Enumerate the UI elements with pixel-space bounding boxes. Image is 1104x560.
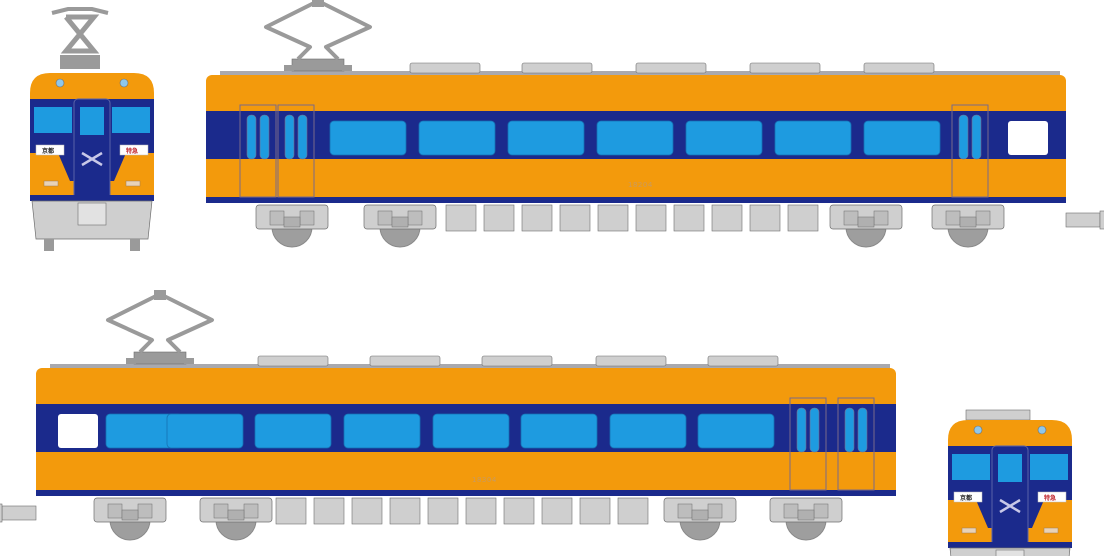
bogie: [663, 497, 737, 541]
gangway-door-window: [80, 107, 104, 135]
bogie: [931, 204, 1005, 248]
pantograph-icon: [264, 0, 372, 72]
type-headboard-text: 特急: [126, 147, 138, 155]
roof-cooler-unit: [257, 355, 329, 367]
coupler: [1, 505, 37, 521]
coupler-head: [1099, 210, 1104, 230]
skirt-stripe: [30, 195, 154, 201]
destination-headboard: [35, 144, 65, 156]
type-headboard: [119, 144, 149, 156]
door-window: [284, 114, 295, 160]
roof-cooler-unit: [521, 62, 593, 74]
destination-headboard-text: 京都: [960, 494, 972, 502]
door: [789, 397, 827, 491]
skirt-stripe: [36, 490, 896, 496]
passenger-window: [432, 413, 510, 449]
bogie: [93, 497, 167, 541]
roof-cooler-unit: [863, 62, 935, 74]
end-window: [1008, 121, 1048, 155]
door: [837, 397, 875, 491]
door: [951, 104, 989, 198]
passenger-window: [507, 120, 585, 156]
passenger-window: [343, 413, 421, 449]
roof-cooler-unit: [635, 62, 707, 74]
passenger-window: [254, 413, 332, 449]
door-window: [857, 407, 868, 453]
coupler-head: [0, 503, 3, 523]
pantograph-icon: [106, 290, 214, 365]
skirt-stripe: [948, 542, 1072, 548]
passenger-window: [166, 413, 244, 449]
marker-light: [973, 425, 983, 435]
wheel: [44, 239, 54, 251]
coupler-front: [995, 549, 1025, 560]
door: [239, 104, 277, 198]
end-elevation-front-bottom-right: 京都 特急: [948, 409, 1072, 560]
type-headboard-text: 特急: [1044, 494, 1056, 502]
bogie: [829, 204, 903, 248]
end-window: [58, 414, 98, 448]
marker-light: [1037, 425, 1047, 435]
underfloor-equipment: [445, 204, 819, 232]
door-window: [796, 407, 807, 453]
bogie: [363, 204, 437, 248]
front-window-left: [34, 107, 72, 137]
coupler: [1065, 212, 1101, 228]
passenger-window: [329, 120, 407, 156]
car-number-label: 18204: [628, 181, 653, 189]
passenger-window: [596, 120, 674, 156]
emblem-icon: [999, 498, 1021, 514]
door-window: [958, 114, 969, 160]
roof-cooler-unit: [481, 355, 553, 367]
headlight: [961, 527, 977, 534]
passenger-window: [685, 120, 763, 156]
marker-light: [55, 78, 65, 88]
front-window-right: [112, 107, 150, 137]
passenger-window: [863, 120, 941, 156]
roof-cooler-unit: [409, 62, 481, 74]
door-window: [246, 114, 257, 160]
end-elevation-front-top-left: 京都 特急: [30, 7, 154, 251]
door-window: [809, 407, 820, 453]
underfloor-equipment: [275, 497, 649, 525]
skirt-stripe: [206, 197, 1066, 203]
passenger-window: [774, 120, 852, 156]
destination-headboard-text: 京都: [42, 147, 54, 155]
marker-light: [119, 78, 129, 88]
front-window-left: [952, 454, 990, 484]
roof-equipment: [965, 409, 1031, 421]
door: [277, 104, 315, 198]
coupler-front: [77, 202, 107, 226]
door-window: [971, 114, 982, 160]
wheel: [130, 239, 140, 251]
bogie: [769, 497, 843, 541]
destination-headboard: [953, 491, 983, 503]
roof-cooler-unit: [707, 355, 779, 367]
roof-cooler-unit: [595, 355, 667, 367]
headlight: [43, 180, 59, 187]
type-headboard: [1037, 491, 1067, 503]
headlight: [125, 180, 141, 187]
door-window: [844, 407, 855, 453]
pantograph-icon: [51, 7, 109, 69]
passenger-window: [418, 120, 496, 156]
door-window: [297, 114, 308, 160]
gangway-door-window: [998, 454, 1022, 482]
side-elevation-car-bottom: 18304: [0, 290, 896, 541]
roof-cooler-unit: [749, 62, 821, 74]
headlight: [1043, 527, 1059, 534]
passenger-window: [697, 413, 775, 449]
passenger-window: [520, 413, 598, 449]
roof-cooler-unit: [369, 355, 441, 367]
front-window-right: [1030, 454, 1068, 484]
car-number-label: 18304: [472, 476, 497, 484]
side-elevation-car-top: 18204: [206, 0, 1104, 248]
bogie: [199, 497, 273, 541]
bogie: [255, 204, 329, 248]
door-window: [259, 114, 270, 160]
emblem-icon: [81, 151, 103, 167]
passenger-window: [609, 413, 687, 449]
